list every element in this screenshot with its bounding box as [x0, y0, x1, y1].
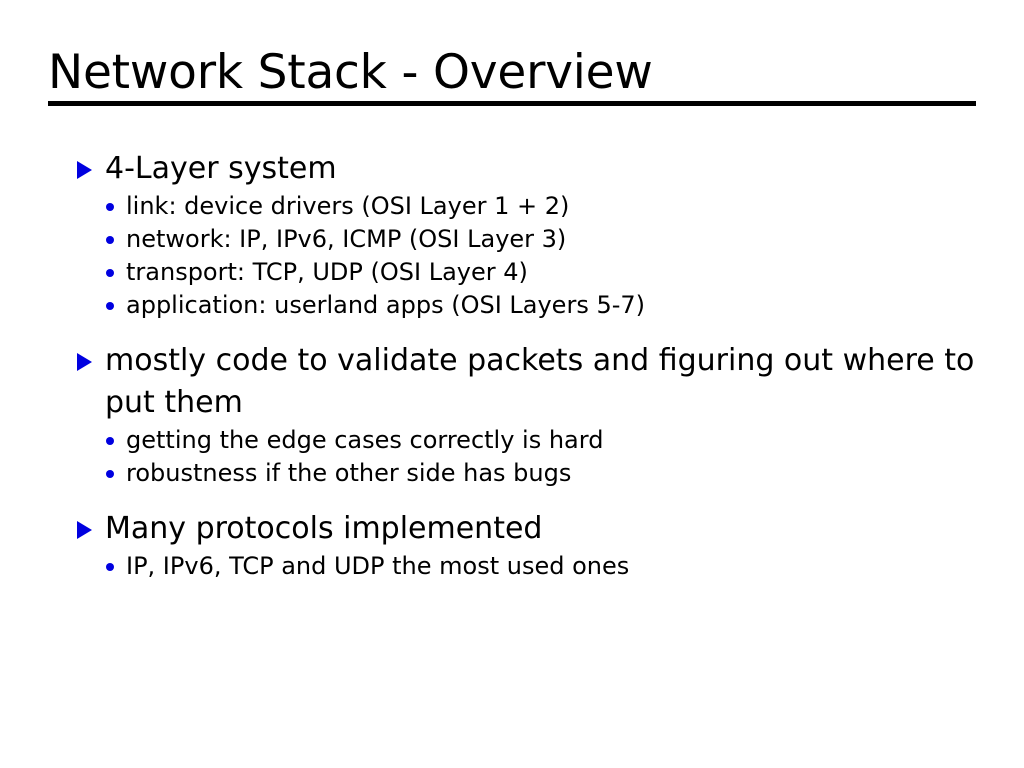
triangle-right-bullet-icon	[77, 161, 92, 179]
triangle-right-bullet-icon	[77, 521, 92, 539]
bullet-level2-label: robustness if the other side has bugs	[126, 459, 572, 487]
bullet-group: 4-Layer system link: device drivers (OSI…	[0, 148, 1024, 322]
slide-title-block: Network Stack - Overview	[48, 45, 976, 106]
bullet-level2: network: IP, IPv6, ICMP (OSI Layer 3)	[0, 223, 1024, 256]
sub-bullet-list: link: device drivers (OSI Layer 1 + 2) n…	[0, 190, 1024, 322]
disc-bullet-icon	[106, 470, 114, 478]
bullet-level1-label: Many protocols implemented	[105, 511, 543, 546]
bullet-level2: robustness if the other side has bugs	[0, 457, 1024, 490]
slide-body: 4-Layer system link: device drivers (OSI…	[0, 148, 1024, 583]
bullet-group: Many protocols implemented IP, IPv6, TCP…	[0, 508, 1024, 583]
bullet-level2: link: device drivers (OSI Layer 1 + 2)	[0, 190, 1024, 223]
bullet-level1: Many protocols implemented	[0, 508, 1024, 550]
disc-bullet-icon	[106, 563, 114, 571]
disc-bullet-icon	[106, 269, 114, 277]
bullet-level1-label: 4-Layer system	[105, 151, 337, 186]
sub-bullet-list: getting the edge cases correctly is hard…	[0, 424, 1024, 490]
triangle-right-bullet-icon	[77, 353, 92, 371]
disc-bullet-icon	[106, 236, 114, 244]
bullet-level2: transport: TCP, UDP (OSI Layer 4)	[0, 256, 1024, 289]
bullet-level2-label: link: device drivers (OSI Layer 1 + 2)	[126, 192, 570, 220]
bullet-level2-label: application: userland apps (OSI Layers 5…	[126, 291, 646, 319]
bullet-level1-label: mostly code to validate packets and figu…	[105, 343, 975, 420]
bullet-level2: IP, IPv6, TCP and UDP the most used ones	[0, 550, 1024, 583]
sub-bullet-list: IP, IPv6, TCP and UDP the most used ones	[0, 550, 1024, 583]
bullet-level1: 4-Layer system	[0, 148, 1024, 190]
bullet-level2: application: userland apps (OSI Layers 5…	[0, 289, 1024, 322]
bullet-level2: getting the edge cases correctly is hard	[0, 424, 1024, 457]
page-title: Network Stack - Overview	[48, 45, 653, 100]
disc-bullet-icon	[106, 203, 114, 211]
bullet-level1: mostly code to validate packets and figu…	[0, 340, 1024, 424]
bullet-level2-label: getting the edge cases correctly is hard	[126, 426, 604, 454]
bullet-group: mostly code to validate packets and figu…	[0, 340, 1024, 490]
disc-bullet-icon	[106, 302, 114, 310]
bullet-level2-label: network: IP, IPv6, ICMP (OSI Layer 3)	[126, 225, 567, 253]
title-underline-rule	[48, 101, 976, 106]
disc-bullet-icon	[106, 437, 114, 445]
bullet-level2-label: transport: TCP, UDP (OSI Layer 4)	[126, 258, 528, 286]
bullet-level2-label: IP, IPv6, TCP and UDP the most used ones	[126, 552, 630, 580]
